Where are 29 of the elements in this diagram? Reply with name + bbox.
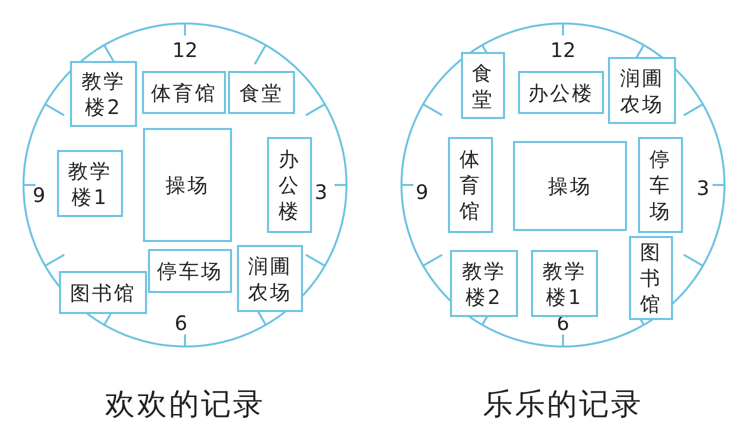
building-box: 体育馆: [448, 137, 493, 233]
building-box: 润圃农场: [608, 57, 676, 124]
building-box: 食堂: [461, 52, 505, 119]
building-box: 图书馆: [59, 271, 147, 314]
building-box: 食堂: [228, 71, 295, 114]
clock-number: 3: [314, 181, 328, 203]
building-box: 教学楼2: [450, 250, 518, 317]
building-box: 操场: [513, 141, 627, 231]
building-box: 教学楼1: [57, 150, 123, 217]
building-box: 润圃农场: [237, 245, 303, 312]
building-box: 办公楼: [267, 137, 312, 233]
clock-number: 6: [174, 312, 188, 334]
clock-number: 3: [696, 177, 710, 199]
clock-face: [22, 22, 348, 348]
building-box: 操场: [143, 128, 232, 242]
caption: 乐乐的记录: [483, 387, 643, 423]
clock-face: [400, 22, 726, 348]
building-box: 停车场: [638, 137, 683, 233]
building-box: 图书馆: [629, 236, 673, 320]
clock-number: 12: [550, 39, 576, 61]
clock-number: 9: [416, 181, 428, 203]
clock-number: 12: [172, 39, 198, 61]
building-box: 办公楼: [518, 71, 604, 114]
building-box: 教学楼1: [531, 250, 598, 317]
caption: 欢欢的记录: [105, 387, 265, 423]
building-box: 停车场: [148, 249, 232, 293]
clock-number: 9: [32, 184, 46, 206]
building-box: 教学楼2: [70, 61, 137, 127]
building-box: 体育馆: [142, 71, 226, 114]
